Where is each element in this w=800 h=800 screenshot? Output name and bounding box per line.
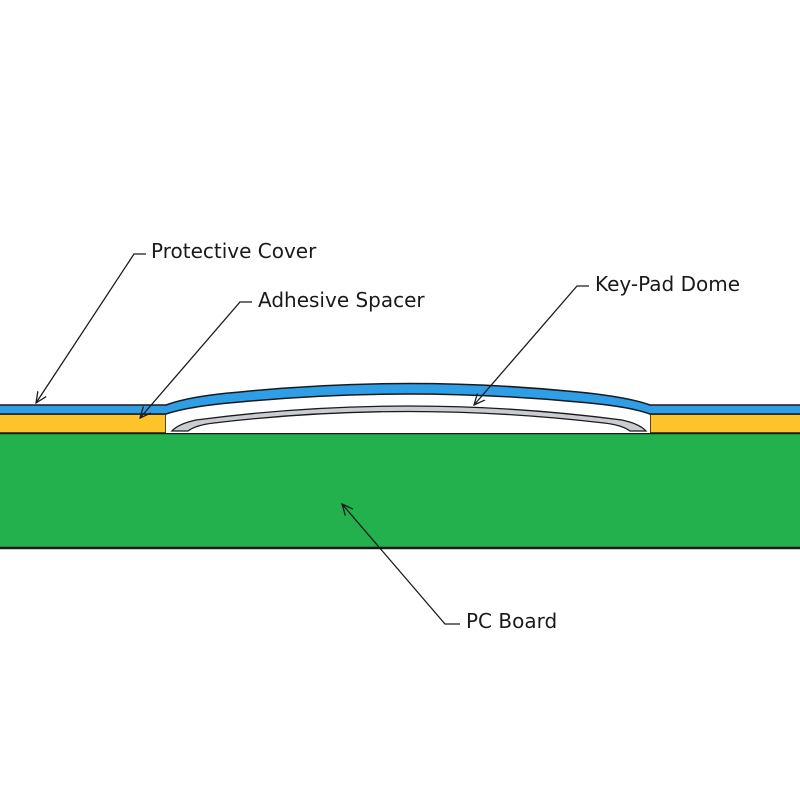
keypad-dome <box>170 405 648 432</box>
pc-board-leader <box>342 504 460 625</box>
keypad-dome-leader <box>474 285 589 405</box>
keypad-dome-label: Key-Pad Dome <box>595 272 741 296</box>
switch-cavity <box>166 414 650 433</box>
pc-board-layer <box>0 431 800 550</box>
pc-board-label: PC Board <box>466 609 558 633</box>
protective-cover-layer <box>0 382 800 415</box>
adhesive-spacer-right <box>649 413 800 434</box>
adhesive-spacer-label: Adhesive Spacer <box>258 288 425 312</box>
adhesive-spacer-leader <box>140 301 252 418</box>
protective-cover-leader <box>36 253 146 403</box>
protective-cover-label: Protective Cover <box>151 239 317 263</box>
